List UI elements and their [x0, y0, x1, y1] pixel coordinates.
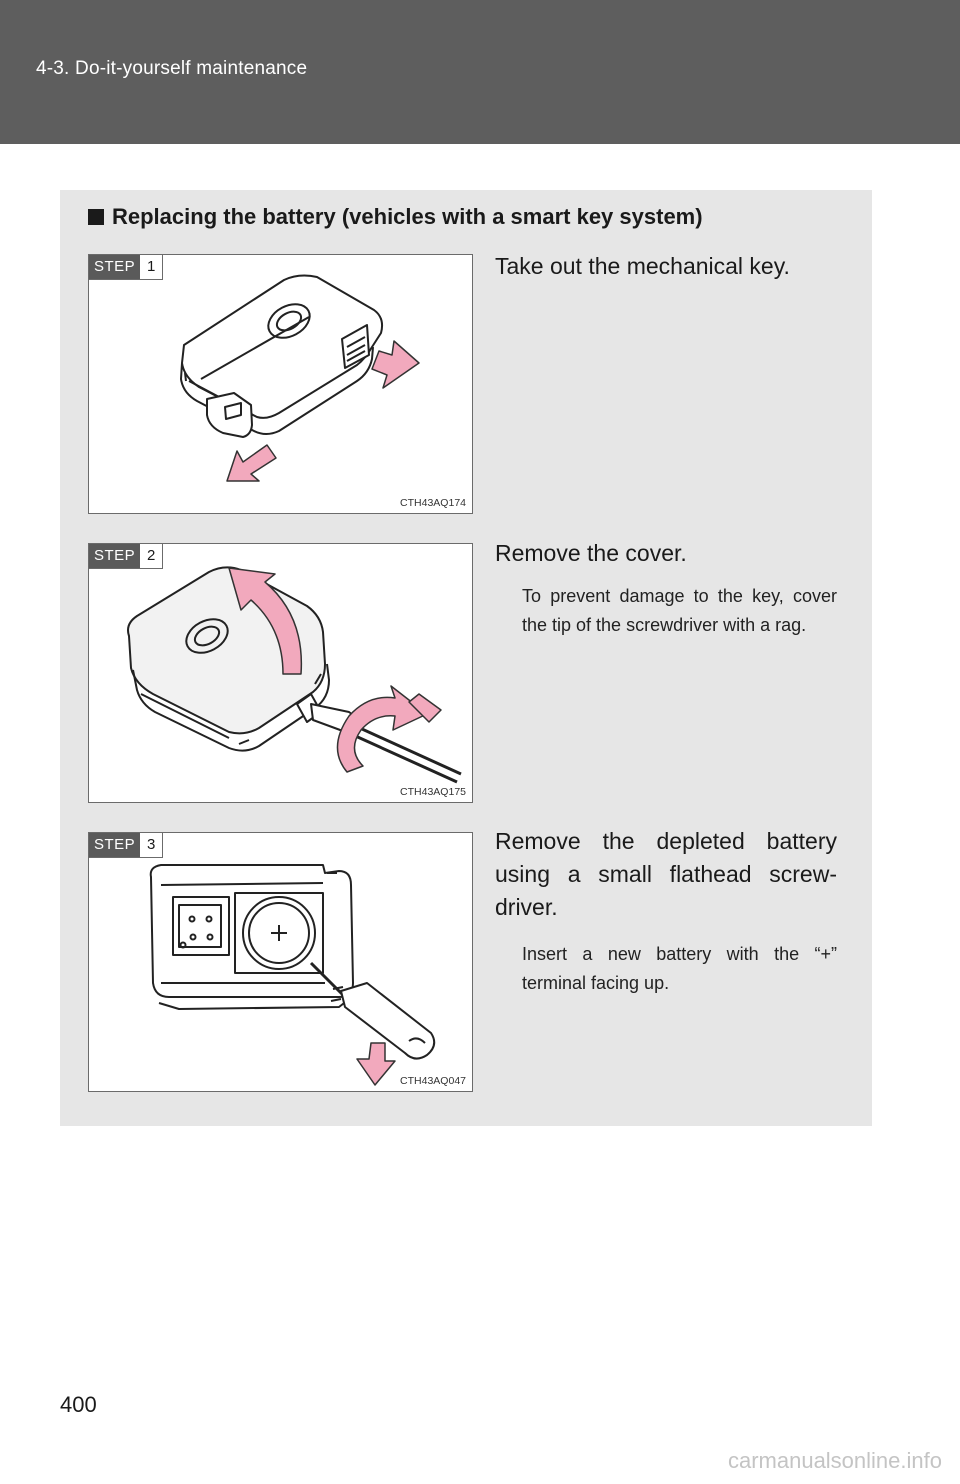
- step-3-instruction: Remove the depleted battery using a smal…: [495, 828, 837, 920]
- step-3-badge: STEP 3: [89, 833, 164, 858]
- figure-step-1: STEP 1 CTH43AQ174: [88, 254, 473, 514]
- section-title: Replacing the battery (vehicles with a s…: [88, 204, 703, 230]
- step-2-note: To prevent damage to the key, cover the …: [522, 586, 837, 635]
- step-2-label: STEP: [89, 544, 141, 568]
- step-3-number: 3: [140, 833, 163, 857]
- step-3-note: Insert a new battery with the “+” termin…: [522, 944, 837, 993]
- section-title-text: Replacing the battery (vehicles with a s…: [112, 204, 703, 229]
- step-1-label: STEP: [89, 255, 141, 279]
- step-1-instruction: Take out the mechanical key.: [495, 253, 790, 279]
- header-section-title: 4-3. Do-it-yourself maintenance: [36, 58, 308, 79]
- figure-code-1: CTH43AQ174: [400, 497, 466, 509]
- step-2-number: 2: [140, 544, 163, 568]
- battery-removal-illustration: [149, 864, 436, 1086]
- figure-step-3: STEP 3 CTH43AQ047: [88, 832, 473, 1092]
- watermark: carmanualsonline.info: [727, 1448, 942, 1473]
- step-3-label: STEP: [89, 833, 141, 857]
- page-header: 4-3. Do-it-yourself maintenance: [0, 0, 960, 144]
- square-bullet-icon: [88, 209, 104, 225]
- step-1-badge: STEP 1: [89, 255, 164, 280]
- figure-code-2: CTH43AQ175: [400, 786, 466, 798]
- figure-code-3: CTH43AQ047: [400, 1075, 466, 1087]
- figure-step-2: STEP 2 CTH43AQ175: [88, 543, 473, 803]
- cover-removal-illustration: [127, 566, 462, 784]
- step-2-instruction: Remove the cover.: [495, 540, 687, 566]
- step-2-badge: STEP 2: [89, 544, 164, 569]
- key-fob-illustration: [180, 274, 420, 482]
- step-1-number: 1: [140, 255, 163, 279]
- page-number: 400: [60, 1392, 97, 1417]
